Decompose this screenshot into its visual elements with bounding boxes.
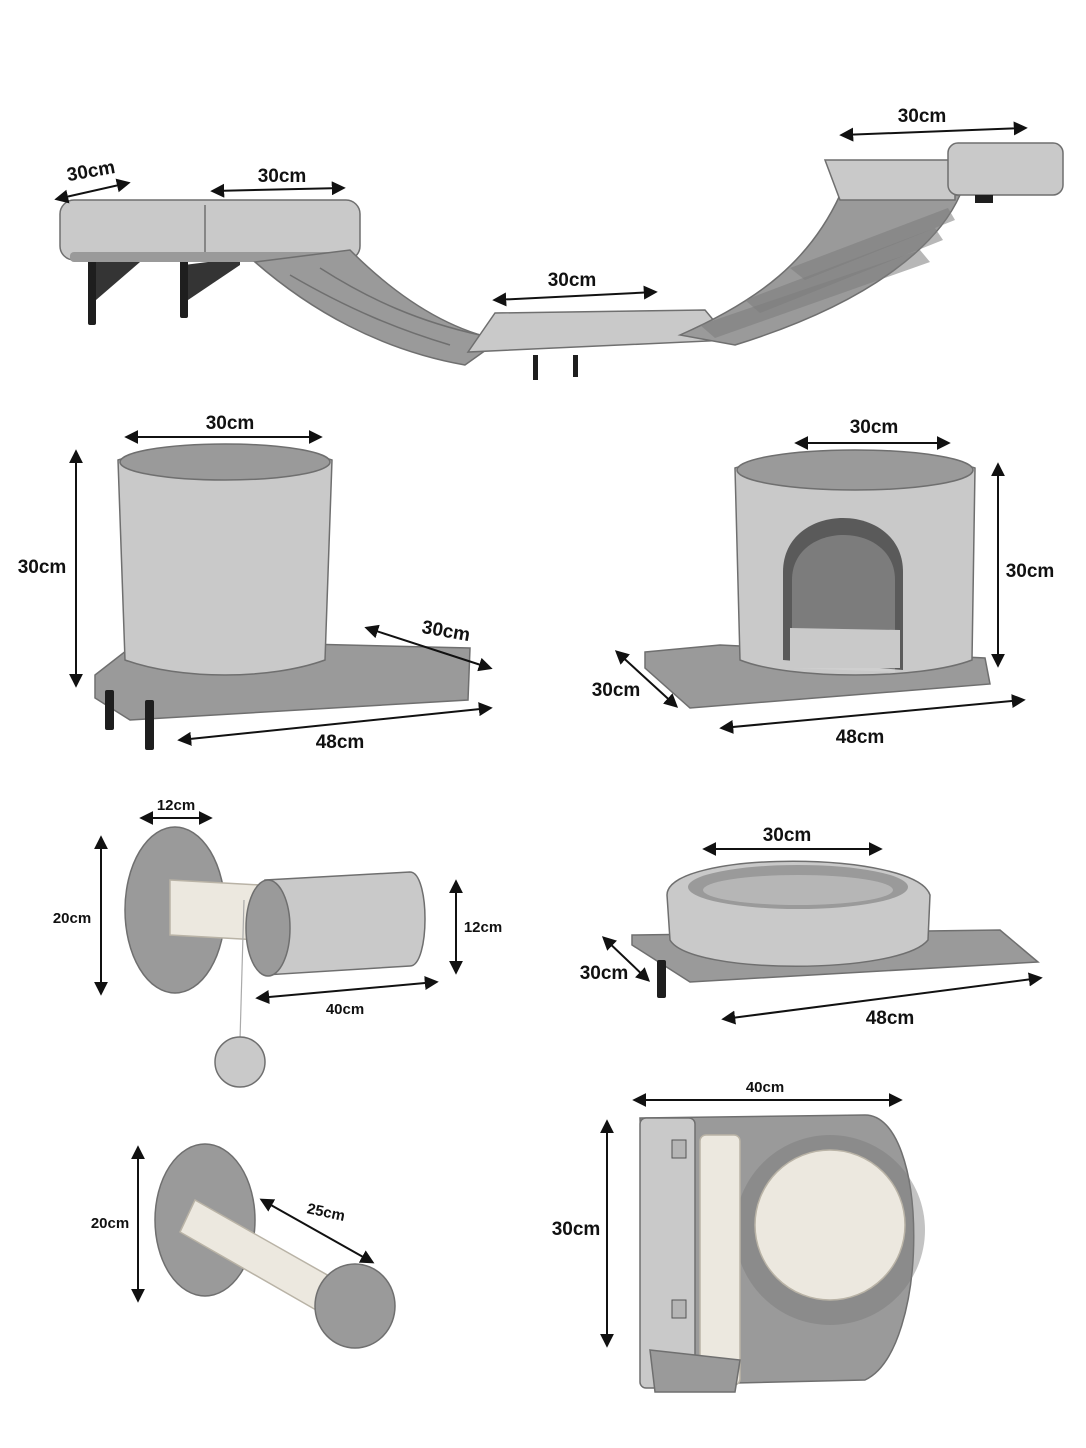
- dimension-board-height: 30cm: [552, 1119, 614, 1348]
- bridge-ramp-right: [677, 194, 962, 346]
- dimension-tunnel-length: 40cm: [255, 976, 439, 1018]
- dimension-bed-width: 30cm: [702, 825, 883, 856]
- dimension-left-bed-width: 30cm: [210, 166, 346, 198]
- cave-condo: 30cm 30cm 30cm 48cm: [592, 417, 1055, 748]
- dimension-board-width: 40cm: [632, 1079, 903, 1107]
- tunnel: [245, 871, 426, 977]
- dimension-condo-width: 30cm: [124, 413, 323, 444]
- label-cave-length: 48cm: [836, 727, 885, 748]
- label-mount-width: 12cm: [157, 797, 195, 814]
- dimension-condo-height: 30cm: [18, 449, 83, 688]
- dimension-cave-width: 30cm: [794, 417, 951, 450]
- label-condo-depth: 30cm: [420, 617, 472, 646]
- label-board-height: 30cm: [552, 1219, 601, 1240]
- label-condo-height: 30cm: [18, 557, 67, 578]
- label-post-mount-height: 20cm: [91, 1215, 129, 1232]
- label-cave-width: 30cm: [850, 417, 899, 438]
- scratch-post: 20cm 25cm: [91, 1143, 396, 1349]
- dimension-post-mount-height: 20cm: [91, 1145, 145, 1303]
- label-left-bed-depth: 30cm: [65, 157, 117, 186]
- label-mount-height: 20cm: [53, 910, 91, 927]
- dimension-cave-length: 48cm: [719, 694, 1026, 748]
- label-condo-length: 48cm: [316, 732, 365, 753]
- label-tunnel-length: 40cm: [326, 1001, 364, 1018]
- scratch-board: 40cm 30cm: [552, 1079, 925, 1393]
- label-post-length: 25cm: [305, 1200, 346, 1225]
- label-bed-width: 30cm: [763, 825, 812, 846]
- dimension-mount-width: 12cm: [139, 797, 213, 825]
- dimension-bed-depth: 30cm: [580, 936, 651, 984]
- dimension-cave-height: 30cm: [991, 462, 1055, 668]
- dimension-mount-height: 20cm: [53, 835, 108, 996]
- dimension-post-length: 25cm: [259, 1198, 375, 1264]
- dimension-right-bed: 30cm: [839, 106, 1028, 142]
- dimension-bed-length: 48cm: [721, 972, 1043, 1029]
- bridge-ramp-left: [253, 249, 502, 366]
- label-left-bed-width: 30cm: [258, 166, 307, 187]
- cave-entrance: [783, 518, 903, 672]
- tall-condo: 30cm 30cm 30cm 48cm: [18, 413, 493, 753]
- cat-bridge: 30cm 30cm 30cm 30cm: [54, 106, 1064, 380]
- label-middle-step-width: 30cm: [548, 270, 597, 291]
- post-with-tunnel: 12cm 20cm 12cm 40cm: [53, 797, 502, 1088]
- label-right-bed-width: 30cm: [898, 106, 947, 127]
- label-bed-length: 48cm: [866, 1008, 915, 1029]
- right-bed: [823, 142, 1064, 203]
- hanging-toy-ball: [214, 1036, 266, 1088]
- bed-platform: 30cm 30cm 48cm: [580, 825, 1043, 1029]
- wall-bracket: [88, 255, 240, 325]
- dimension-cave-depth: 30cm: [592, 650, 679, 708]
- label-bed-depth: 30cm: [580, 963, 629, 984]
- dimension-middle-step: 30cm: [492, 270, 658, 307]
- label-cave-depth: 30cm: [592, 680, 641, 701]
- label-cave-height: 30cm: [1006, 561, 1055, 582]
- round-bed: [666, 860, 931, 967]
- label-condo-width: 30cm: [206, 413, 255, 434]
- dimension-left-bed-depth: 30cm: [54, 157, 131, 204]
- dimension-tunnel-diameter: 12cm: [449, 879, 502, 975]
- middle-step: [466, 309, 732, 380]
- left-bed: [59, 199, 361, 262]
- dimension-condo-length: 48cm: [177, 702, 493, 753]
- label-board-width: 40cm: [746, 1079, 784, 1096]
- label-tunnel-diameter: 12cm: [464, 919, 502, 936]
